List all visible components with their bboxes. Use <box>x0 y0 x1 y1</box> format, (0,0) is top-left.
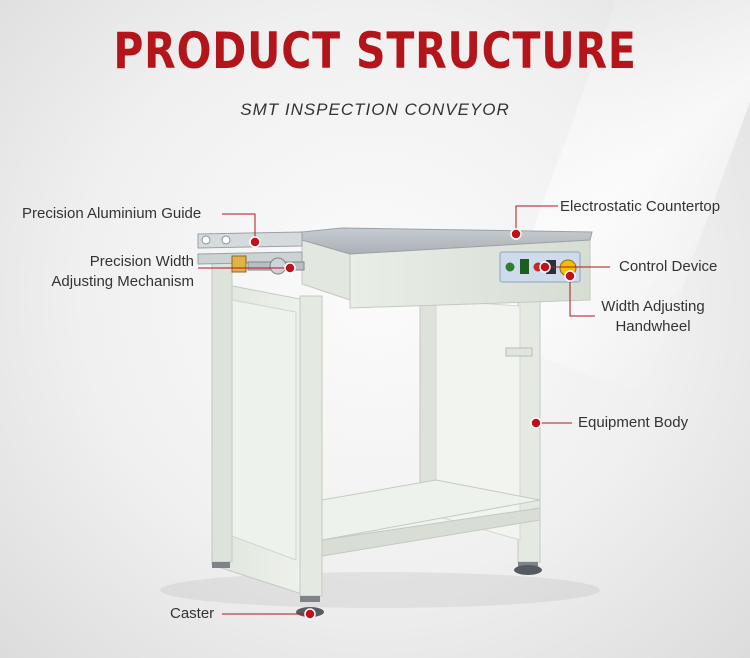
callout-handwheel-line2: Handwheel <box>615 318 691 335</box>
page-subtitle: SMT INSPECTION CONVEYOR <box>240 100 510 119</box>
control-green-button <box>505 262 515 272</box>
callout-caster: Caster <box>170 605 215 622</box>
callout-width-mechanism-line1: Precision Width <box>89 253 194 270</box>
callout-handwheel-line1: Width Adjusting <box>601 298 705 315</box>
bottom-shelf-front <box>321 507 541 557</box>
left-front-leg <box>299 295 323 597</box>
control-switch <box>520 259 529 274</box>
callout-dots <box>249 228 576 620</box>
bottom-shelf <box>321 479 541 541</box>
left-end-panel-inner <box>231 299 297 561</box>
callout-equipment-body: Equipment Body <box>578 414 689 431</box>
caster-mid <box>300 596 320 602</box>
callout-precision-guide: Precision Aluminium Guide <box>22 205 202 222</box>
callout-lines <box>198 205 610 615</box>
left-back-leg <box>211 261 233 563</box>
sensor-block <box>231 255 247 273</box>
page-title: PRODUCT STRUCTURE <box>113 22 637 80</box>
callout-control-device: Control Device <box>619 258 718 275</box>
caster-foot-right <box>514 565 542 575</box>
callout-countertop: Electrostatic Countertop <box>560 198 721 215</box>
rail-roller-2 <box>221 235 231 245</box>
rail-roller <box>201 235 211 245</box>
callout-handwheel: Width Adjusting Handwheel <box>592 297 714 337</box>
width-gear <box>269 257 287 275</box>
floor-shadow <box>160 572 600 608</box>
callout-width-mechanism: Precision Width Adjusting Mechanism <box>30 252 194 292</box>
callout-width-mechanism-line2: Adjusting Mechanism <box>51 273 194 290</box>
caster-left-back <box>212 562 230 568</box>
side-handle <box>505 347 533 357</box>
right-end-panel <box>435 299 521 541</box>
